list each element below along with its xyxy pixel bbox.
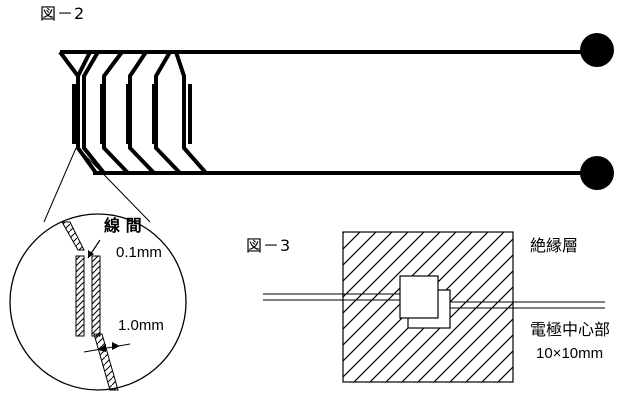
magnified-upper-trace	[61, 221, 85, 251]
finger-7	[174, 51, 208, 175]
width-value: 1.0mm	[118, 317, 164, 334]
figure-3-label: 図－3	[246, 236, 292, 255]
gap-pointer-head	[88, 250, 94, 258]
finger-4	[102, 50, 130, 175]
insulation-layer-label: 絶縁層	[530, 236, 579, 255]
magnified-electrode-right	[91, 255, 101, 337]
finger-6	[154, 50, 182, 175]
electrode-size-label: 10×10mm	[536, 345, 604, 362]
gap-value: 0.1mm	[116, 244, 162, 261]
magnified-electrode-left	[75, 255, 85, 337]
electrode-upper-pad	[399, 275, 439, 319]
electrode-center-label: 電極中心部	[530, 320, 611, 339]
upper-terminal	[580, 33, 614, 67]
electrode-fingers	[58, 50, 208, 175]
finger-2	[76, 51, 92, 77]
lower-terminal	[580, 156, 614, 190]
finger-3	[82, 50, 106, 175]
finger-5	[128, 50, 156, 175]
width-arrow-right	[112, 342, 120, 350]
gap-label: 線 間	[104, 216, 142, 235]
finger-bars	[72, 84, 192, 144]
callout-line-right	[77, 147, 151, 223]
electrode-figure-2	[9, 33, 614, 391]
callout-line-left	[43, 147, 77, 223]
finger-1	[58, 50, 98, 175]
width-arrow-left	[98, 344, 106, 352]
electrode-figure-3	[263, 231, 605, 383]
figure-2-label: 図－2	[40, 4, 86, 23]
width-dimension-line	[83, 343, 131, 353]
